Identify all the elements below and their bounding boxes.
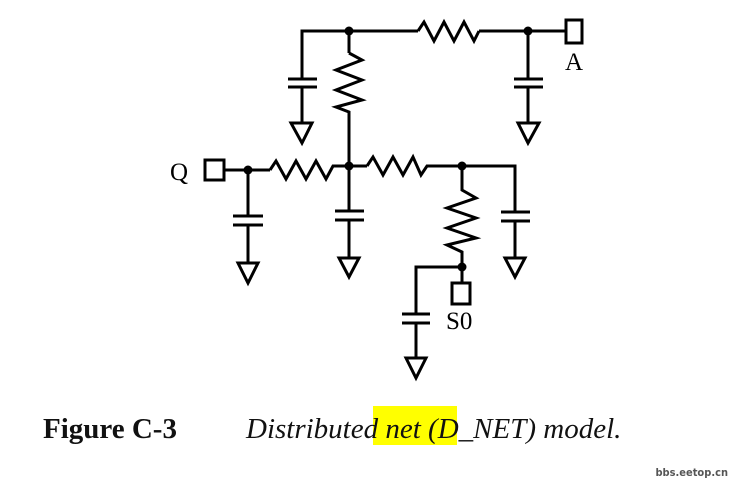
ground-icon xyxy=(336,256,362,281)
capacitor-s0 xyxy=(402,265,462,358)
port-q-label: Q xyxy=(170,159,188,186)
caption-highlight-text: D_NET xyxy=(437,413,529,445)
resistor-top xyxy=(416,18,481,45)
caption-text-before: Distributed net ( xyxy=(245,413,440,445)
ground-icon xyxy=(515,121,542,147)
ground-icon xyxy=(235,261,261,287)
watermark: bbs.eetop.cn xyxy=(655,466,728,479)
capacitor-center xyxy=(335,166,364,258)
port-s0 xyxy=(450,281,472,306)
caption-text-after: ) model. xyxy=(524,413,621,445)
capacitor-right xyxy=(501,210,530,258)
capacitor-q xyxy=(233,170,263,263)
resistor-center-right xyxy=(365,153,517,212)
capacitor-top-right xyxy=(514,31,543,123)
port-s0-label: S0 xyxy=(446,308,472,335)
resistor-q xyxy=(268,157,367,183)
figure-caption: Distributed net (D_NET) model. xyxy=(245,413,621,445)
ground-icon xyxy=(403,356,429,382)
resistor-vertical-upper xyxy=(331,51,367,166)
ground-icon xyxy=(288,121,315,147)
port-q xyxy=(203,158,226,182)
resistor-s0 xyxy=(442,166,482,283)
capacitor-top-left xyxy=(288,77,317,123)
caption-highlight xyxy=(373,406,457,445)
port-a-label: A xyxy=(565,49,583,76)
wire-top xyxy=(300,29,566,80)
figure-label: Figure C-3 xyxy=(43,413,177,445)
port-a xyxy=(564,18,584,45)
ground-icon xyxy=(502,256,528,281)
